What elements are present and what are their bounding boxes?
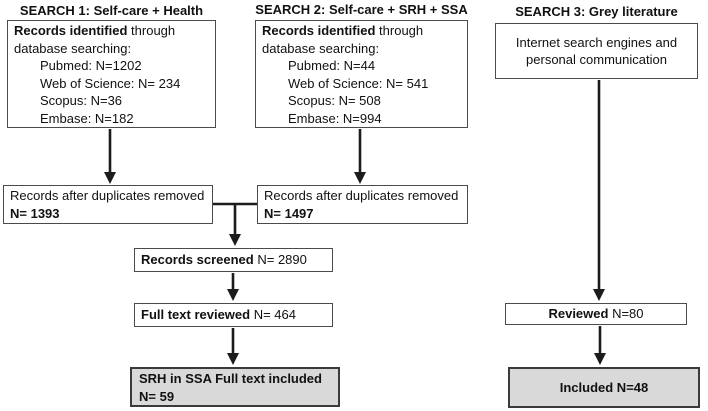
search1-duplicates-count: N= 1393 bbox=[10, 206, 60, 221]
full-text-reviewed-box: Full text reviewed N= 464 bbox=[134, 303, 333, 327]
grey-lit-reviewed-count: N=80 bbox=[612, 306, 644, 322]
search1-title: SEARCH 1: Self-care + Health bbox=[19, 3, 204, 18]
search2-source-pubmed: Pubmed: N=44 bbox=[288, 58, 376, 73]
search2-source-scopus: Scopus: N= 508 bbox=[288, 93, 381, 108]
search3-source-box: Internet search engines and personal com… bbox=[495, 23, 698, 79]
grey-lit-included-label: Included N=48 bbox=[559, 379, 649, 395]
search1-identified-heading-rest: through bbox=[131, 23, 176, 38]
full-text-reviewed-label: Full text reviewed bbox=[141, 307, 251, 323]
search1-identified-heading-bold: Records identified bbox=[14, 23, 128, 38]
search3-source-line2: personal communication bbox=[526, 52, 667, 67]
search2-source-embase: Embase: N=994 bbox=[288, 110, 382, 126]
search2-duplicates-label: Records after duplicates removed bbox=[264, 188, 459, 203]
search1-source-web-of-science: Web of Science: N= 234 bbox=[40, 75, 181, 91]
search3-source-line1: Internet search engines and bbox=[515, 34, 678, 50]
search2-identified-heading-rest: through bbox=[379, 23, 424, 38]
srh-ssa-included-box: SRH in SSA Full text included N= 59 bbox=[130, 367, 340, 407]
grey-lit-included-box: Included N=48 bbox=[508, 367, 700, 408]
search1-source-pubmed: Pubmed: N=1202 bbox=[40, 58, 142, 73]
search2-duplicates-count: N= 1497 bbox=[264, 206, 314, 221]
records-screened-box: Records screened N= 2890 bbox=[134, 248, 333, 272]
search2-identified-box: Records identified through database sear… bbox=[255, 20, 468, 128]
records-screened-count: N= 2890 bbox=[257, 252, 307, 268]
search1-identified-box: Records identified through database sear… bbox=[7, 20, 216, 128]
search1-source-scopus: Scopus: N=36 bbox=[40, 93, 123, 108]
full-text-reviewed-count: N= 464 bbox=[253, 307, 297, 323]
search1-identified-subheading: database searching: bbox=[14, 40, 132, 56]
search2-identified-subheading: database searching: bbox=[262, 40, 380, 56]
grey-lit-reviewed-box: Reviewed N=80 bbox=[505, 303, 687, 325]
search2-identified-heading-bold: Records identified bbox=[262, 23, 376, 38]
search2-identified-heading: Records identified through bbox=[262, 22, 461, 40]
search2-title: SEARCH 2: Self-care + SRH + SSA bbox=[255, 2, 468, 17]
search2-source-web-of-science: Web of Science: N= 541 bbox=[288, 75, 429, 91]
srh-ssa-included-count: N= 59 bbox=[139, 389, 175, 404]
search1-duplicates-box: Records after duplicates removed N= 1393 bbox=[3, 185, 213, 224]
srh-ssa-included-line1: SRH in SSA Full text included bbox=[139, 371, 322, 386]
search1-duplicates-label: Records after duplicates removed bbox=[10, 188, 205, 203]
search1-source-embase: Embase: N=182 bbox=[40, 110, 134, 126]
search2-duplicates-box: Records after duplicates removed N= 1497 bbox=[257, 185, 468, 224]
search1-identified-heading: Records identified through bbox=[14, 22, 209, 40]
records-screened-label: Records screened bbox=[141, 252, 254, 268]
grey-lit-reviewed-label: Reviewed bbox=[548, 306, 609, 322]
search3-title: SEARCH 3: Grey literature bbox=[515, 4, 678, 19]
